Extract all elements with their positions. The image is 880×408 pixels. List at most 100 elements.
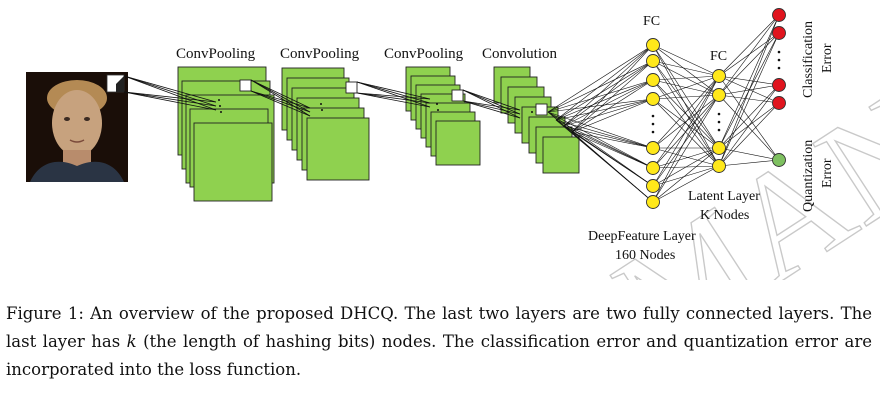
receptive-field-line (250, 90, 311, 109)
deepfeature-node (646, 54, 660, 68)
fc-connection (718, 32, 780, 167)
receptive-field-line (250, 79, 311, 113)
deepfeature-layer-nodes-label: 160 Nodes (615, 248, 675, 263)
fc-connection (652, 94, 720, 187)
fc-connection (563, 79, 654, 127)
quantization-error-label-line2: Error (820, 158, 835, 188)
fc-connection (652, 79, 720, 167)
fc-connection (652, 60, 720, 167)
patch-square (451, 89, 464, 102)
classification-node (772, 96, 786, 110)
fc-connection (652, 75, 720, 100)
deepfeature-node (646, 73, 660, 87)
fc-connection (547, 44, 654, 113)
fc-connection (555, 119, 654, 149)
fc-connection (652, 75, 720, 81)
network-architecture-figure: MANUSCRIPT ConvPooling ConvPooling ConvP… (26, 0, 880, 280)
fc-connection (547, 60, 654, 113)
latent-layer-label: Latent Layer (688, 189, 760, 204)
receptive-field-line (356, 81, 431, 104)
ellipsis-dot (651, 122, 655, 126)
receptive-field-line (123, 75, 217, 111)
fc-connection (652, 75, 720, 169)
fc-connection (652, 44, 720, 167)
quantization-node (772, 153, 786, 167)
deepfeature-layer-label: DeepFeature Layer (588, 229, 696, 244)
receptive-field-line (250, 79, 311, 117)
fc-label-2: FC (710, 49, 727, 64)
fc-connection (555, 60, 654, 121)
receptive-field-line (123, 91, 217, 103)
fc-connection (718, 147, 780, 161)
deepfeature-node (646, 141, 660, 155)
fc-connection (571, 131, 654, 203)
fc-connections (547, 14, 780, 203)
fc-connection (652, 75, 720, 149)
fc-connection (652, 44, 720, 77)
receptive-field-line (356, 81, 431, 108)
fc-connection (563, 44, 654, 127)
quantization-error-label: Quantization (801, 140, 816, 212)
fc-connection (571, 131, 654, 149)
receptive-field-line (123, 75, 217, 103)
fc-connection (547, 98, 654, 113)
fc-connection (718, 32, 780, 77)
fc-connection (652, 165, 720, 203)
ellipsis-dot (777, 50, 781, 54)
receptive-field-line (250, 90, 311, 117)
receptive-field-line (462, 100, 521, 115)
ellipsis-dot (777, 58, 781, 62)
fc-connection (718, 75, 780, 86)
ellipsis-dot (220, 111, 222, 113)
latent-node (712, 69, 726, 83)
fc-connection (718, 14, 780, 149)
receptive-field-line (462, 89, 521, 111)
caption-text-2: (the length of hashing bits) nodes. The … (6, 332, 873, 379)
fc-connection (652, 75, 720, 187)
fc-connection (571, 60, 654, 133)
classification-error-label: Classification (801, 21, 816, 98)
conv-pooling-label-3: ConvPooling (384, 46, 464, 62)
fc-connection (718, 84, 780, 149)
fc-connection (652, 147, 720, 167)
figure-caption: Figure 1: An overview of the proposed DH… (6, 300, 872, 384)
ellipsis-dot (531, 111, 533, 113)
fc-connection (718, 14, 780, 167)
convolution-label: Convolution (482, 46, 558, 62)
receptive-field-line (356, 81, 431, 100)
patch-square (535, 103, 548, 116)
receptive-field-line (356, 92, 431, 104)
ellipsis-dot (321, 109, 323, 111)
fc-connection (652, 94, 720, 100)
receptive-field-line (462, 89, 521, 115)
receptive-field-line (462, 100, 521, 111)
receptive-field-line (356, 92, 431, 108)
fc-connection (652, 147, 720, 203)
fc-connection (652, 98, 720, 167)
ellipsis-dot (717, 128, 721, 132)
caption-text-1: Figure 1: An overview of the proposed DH… (6, 304, 872, 351)
fc-connection (718, 75, 780, 161)
fc-connection (652, 60, 720, 149)
latent-node (712, 141, 726, 155)
ellipsis-dot (717, 112, 721, 116)
fc-connection (555, 44, 654, 121)
fc-connection (571, 44, 654, 133)
feature-map (435, 120, 481, 166)
ellipsis-dot (651, 130, 655, 134)
ellipsis-dot (717, 120, 721, 124)
ellipsis-dot (437, 109, 439, 111)
receptive-field-line (356, 92, 431, 100)
deepfeature-node (646, 38, 660, 52)
classification-node (772, 8, 786, 22)
receptive-field-line (462, 100, 521, 119)
caption-math-k: k (126, 332, 137, 351)
conv-pooling-label-2: ConvPooling (280, 46, 360, 62)
ellipsis-dot (320, 103, 322, 105)
receptive-field-line (250, 79, 311, 109)
deepfeature-node (646, 161, 660, 175)
fc-connection (652, 44, 720, 149)
fc-connection (652, 147, 720, 187)
fc-connection (652, 60, 720, 77)
fc-connection (563, 125, 654, 149)
